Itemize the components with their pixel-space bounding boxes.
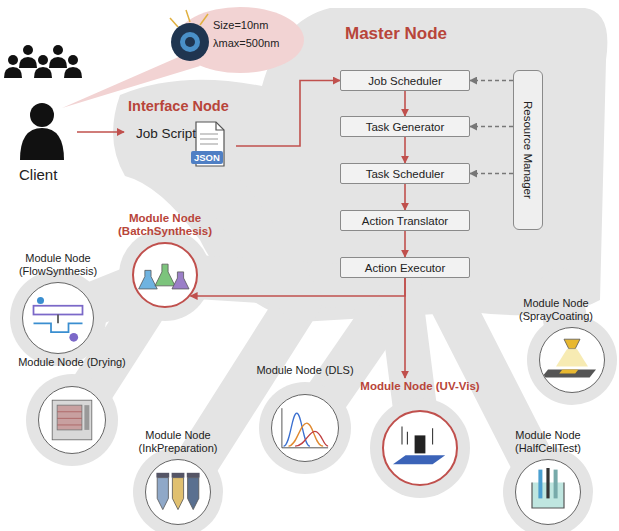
dashed-connector xyxy=(470,80,513,81)
module-node: Module Node (DLS) xyxy=(245,364,365,462)
module-illustration xyxy=(23,283,93,353)
box-label: Action Translator xyxy=(362,215,448,227)
module-illustration xyxy=(516,460,580,524)
module-label: Module Node (Drying) xyxy=(12,356,132,369)
master-node-region: Master NodeJob SchedulerTask GeneratorTa… xyxy=(330,18,580,283)
module-circle xyxy=(382,410,458,486)
module-circle xyxy=(22,282,94,354)
wavelength-annotation: λmax=500nm xyxy=(213,37,279,49)
size-annotation: Size=10nm xyxy=(213,19,268,31)
module-circle xyxy=(38,386,106,454)
module-illustration xyxy=(540,328,604,392)
module-label: Module Node (SprayCoating) xyxy=(496,297,616,323)
client-label: Client xyxy=(19,166,57,183)
node-title: Master Node xyxy=(345,24,447,44)
box-label: Task Scheduler xyxy=(366,168,445,180)
module-illustration xyxy=(384,412,456,484)
box-label: Resource Manager xyxy=(522,101,534,199)
client-actor: Client xyxy=(15,95,77,183)
flow-arrow xyxy=(404,184,406,210)
module-circle xyxy=(132,242,198,308)
module-circle xyxy=(539,327,605,393)
process-box: Job Scheduler xyxy=(340,70,470,91)
node-title: Interface Node xyxy=(128,98,229,114)
module-label: Module Node (HalfCellTest) xyxy=(488,429,608,455)
module-label: Module Node (UV-Vis) xyxy=(360,380,480,393)
flow-arrow xyxy=(190,278,405,296)
module-illustration xyxy=(272,395,338,461)
flow-arrow xyxy=(404,91,406,116)
process-box: Action Translator xyxy=(340,210,470,231)
flow-arrow xyxy=(404,231,406,257)
flow-arrow xyxy=(236,81,340,147)
module-node: Module Node (InkPreparation) xyxy=(118,429,238,525)
module-illustration xyxy=(134,244,196,306)
dashed-connector xyxy=(470,173,513,174)
box-label: Task Generator xyxy=(366,121,445,133)
module-circle xyxy=(515,459,581,525)
module-circle xyxy=(271,394,339,462)
process-box: Task Generator xyxy=(340,116,470,137)
flow-arrow xyxy=(77,131,124,133)
module-node: Module Node (UV-Vis) xyxy=(360,380,480,486)
module-illustration xyxy=(39,387,105,453)
module-illustration xyxy=(146,460,210,524)
module-label: Module Node (FlowSynthesis) xyxy=(0,252,118,278)
module-circle xyxy=(145,459,211,525)
module-label: Module Node (DLS) xyxy=(245,364,365,377)
box-label: Job Scheduler xyxy=(368,75,442,87)
module-node: Module Node (BatchSynthesis) xyxy=(105,212,225,308)
module-node: Module Node (HalfCellTest) xyxy=(488,429,608,525)
flow-arrow xyxy=(404,137,406,163)
flow-arrow xyxy=(404,278,406,378)
module-node: Module Node (FlowSynthesis) xyxy=(0,252,118,354)
dashed-connector xyxy=(470,126,513,127)
module-node: Module Node (Drying) xyxy=(12,356,132,454)
module-label: Module Node (InkPreparation) xyxy=(118,429,238,455)
file-type-tag: JSON xyxy=(191,151,223,164)
file-label: Job Script xyxy=(136,126,196,141)
process-box: Task Scheduler xyxy=(340,163,470,184)
resource-manager-box: Resource Manager xyxy=(513,70,543,230)
process-box: Action Executor xyxy=(340,257,470,278)
module-node: Module Node (SprayCoating) xyxy=(496,297,616,393)
module-label: Module Node (BatchSynthesis) xyxy=(105,212,225,238)
box-label: Action Executor xyxy=(365,262,446,274)
